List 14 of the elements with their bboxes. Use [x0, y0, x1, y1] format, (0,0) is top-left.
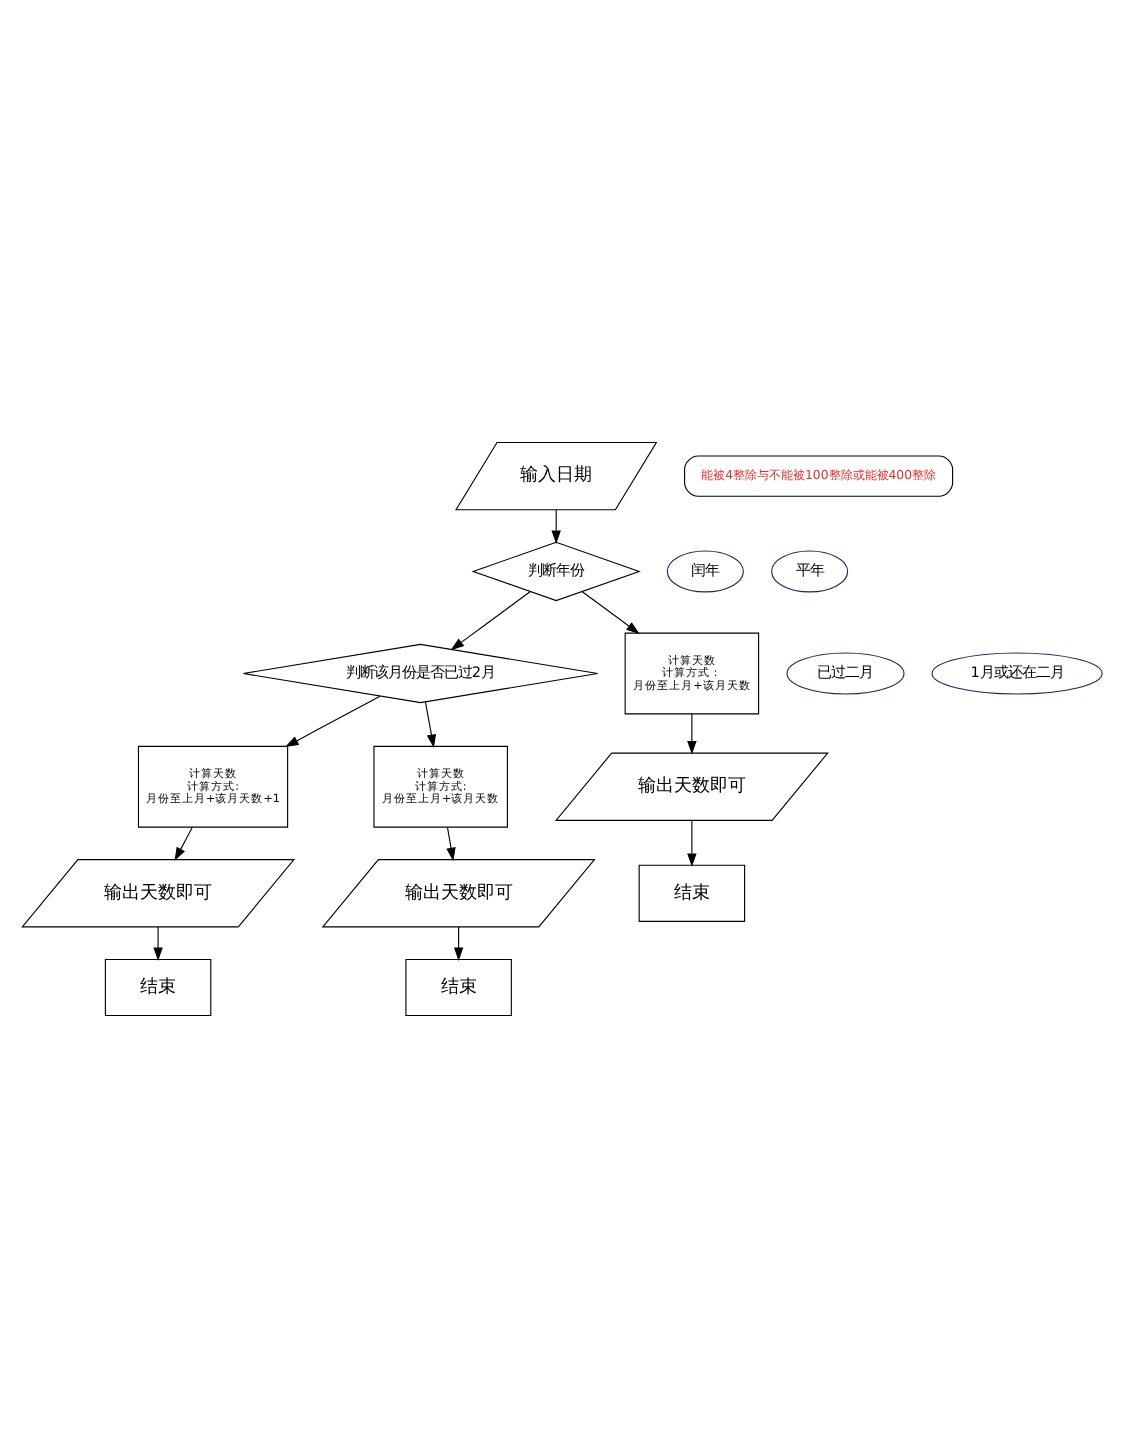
- arrow: [453, 925, 464, 960]
- node-box: 结束: [405, 957, 512, 1016]
- arrow: [551, 508, 561, 543]
- arrow: [581, 590, 640, 633]
- arrow: [424, 700, 437, 747]
- arrow: [446, 825, 456, 861]
- arrow: [153, 925, 163, 960]
- arrow: [174, 825, 193, 860]
- arrow: [687, 819, 697, 866]
- arrow: [285, 694, 381, 747]
- arrow: [450, 590, 531, 650]
- node-box: 结束: [104, 957, 212, 1016]
- arrow: [687, 712, 697, 754]
- node-box: 结束: [638, 863, 746, 921]
